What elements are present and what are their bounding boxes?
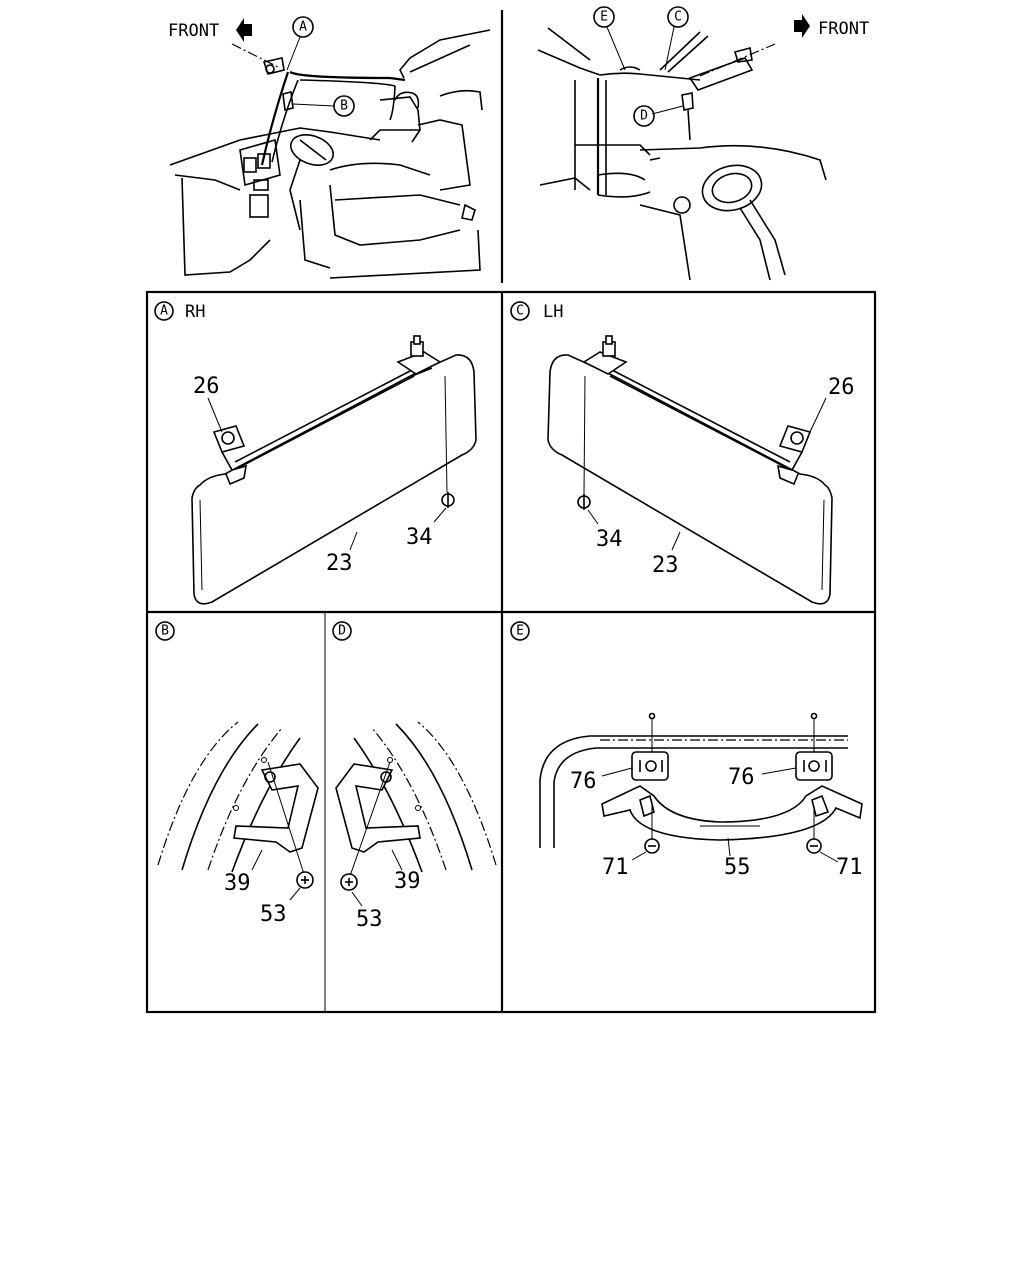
front-label-right: FRONT	[818, 19, 869, 39]
overview-left-cab-interior: FRONT A B	[168, 16, 491, 279]
cover-76-right	[795, 751, 833, 781]
panel-d-assist-bracket: D 39 53	[332, 621, 497, 932]
bracket-39-d	[335, 763, 421, 853]
assist-grip-55	[601, 785, 863, 841]
sun-visor-lh	[547, 354, 833, 605]
part-34-label-a: 34	[406, 525, 433, 550]
panel-b-letter-circle	[155, 621, 175, 641]
callout-d-circle	[633, 105, 655, 127]
panel-c-lh-sun-visor: C LH 26 34 23	[510, 301, 855, 605]
panel-e-letter: E	[516, 624, 524, 639]
part-76-label-right: 76	[728, 765, 755, 790]
part-26-label-c: 26	[828, 375, 855, 400]
callout-e-circle	[593, 6, 615, 28]
sun-visor-rh	[191, 354, 477, 605]
panel-a-rh-sun-visor: A RH 26 34 23	[154, 301, 477, 605]
callout-e-letter: E	[600, 10, 608, 25]
part-53-label-b: 53	[260, 902, 287, 927]
panel-d-letter: D	[338, 624, 346, 639]
callout-a-letter: A	[299, 20, 307, 35]
panel-d-letter-circle	[332, 621, 352, 641]
part-76-label-left: 76	[570, 769, 597, 794]
panel-e-assist-grip: E 76 76	[510, 621, 863, 880]
panel-b-letter: B	[161, 624, 169, 639]
part-71-label-left: 71	[602, 855, 629, 880]
overview-right-cab-interior: E C FRONT D	[537, 6, 869, 281]
detail-grid	[145, 290, 877, 1014]
callout-a-circle	[292, 16, 314, 38]
part-71-label-right: 71	[836, 855, 863, 880]
panel-c-letter-circle	[510, 301, 530, 321]
cover-76-left	[631, 751, 669, 781]
panel-a-letter: A	[160, 304, 168, 319]
front-arrow-right-icon	[794, 14, 810, 38]
part-23-label-c: 23	[652, 553, 679, 578]
part-26-label-a: 26	[193, 374, 220, 399]
panel-e-letter-circle	[510, 621, 530, 641]
panel-a-side: RH	[185, 302, 205, 322]
panel-c-side: LH	[543, 302, 563, 322]
panel-b-assist-bracket: B 39 53	[155, 621, 319, 927]
part-39-label-b: 39	[224, 871, 251, 896]
part-53-label-d: 53	[356, 907, 383, 932]
front-label-left: FRONT	[168, 21, 219, 41]
part-39-label-d: 39	[394, 869, 421, 894]
front-arrow-left-icon	[236, 18, 252, 42]
panel-a-letter-circle	[154, 301, 174, 321]
part-55-label: 55	[724, 855, 751, 880]
panel-c-letter: C	[516, 304, 524, 319]
callout-b-circle	[333, 95, 355, 117]
part-34-label-c: 34	[596, 527, 623, 552]
callout-b-letter: B	[340, 99, 348, 114]
callout-c-circle	[667, 6, 689, 28]
part-23-label-a: 23	[326, 551, 353, 576]
callout-d-letter: D	[640, 109, 648, 124]
callout-c-letter: C	[674, 10, 682, 25]
bracket-39-b	[233, 763, 319, 853]
